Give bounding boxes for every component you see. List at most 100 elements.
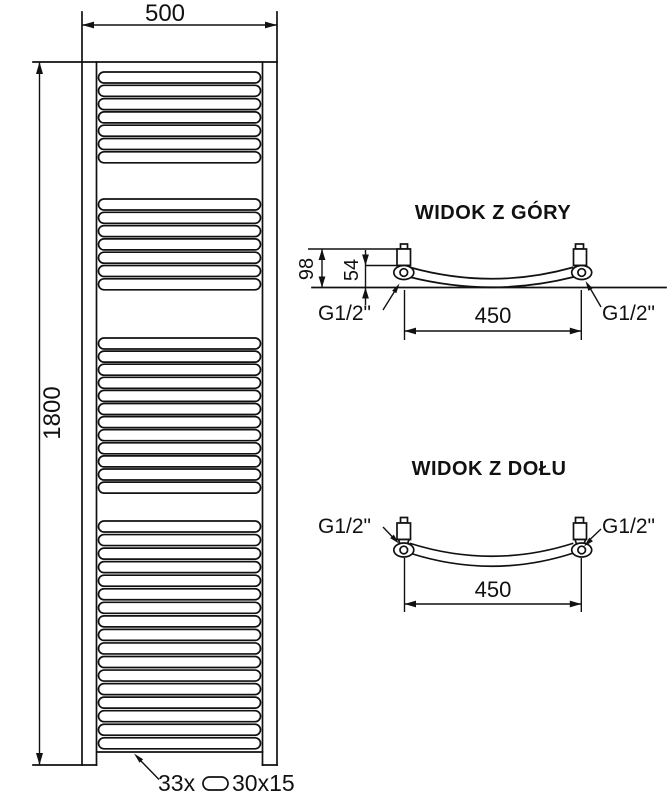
spacing-dimension-bottom: 450 bbox=[403, 558, 582, 612]
top-view: WIDOK Z GÓRY 98 54 bbox=[296, 200, 667, 340]
radiator-rung bbox=[97, 655, 262, 669]
radiator-rung bbox=[97, 428, 262, 442]
radiator-rung bbox=[97, 84, 262, 98]
leader-line bbox=[382, 291, 396, 311]
radiator-rung bbox=[97, 560, 262, 574]
fitting-body bbox=[572, 248, 588, 267]
radiator-rung bbox=[97, 137, 262, 151]
arrowhead-right-icon bbox=[569, 327, 582, 335]
rung-group-container bbox=[97, 71, 262, 750]
radiator-rung bbox=[97, 264, 262, 278]
radiator-rung bbox=[97, 150, 262, 164]
thread-label-left: G1/2" bbox=[318, 283, 400, 325]
rung-size-label: 30x15 bbox=[232, 770, 295, 796]
valve-right bbox=[570, 516, 593, 558]
leader-line bbox=[382, 526, 394, 538]
radiator-rung bbox=[97, 363, 262, 377]
radiator-rung bbox=[97, 520, 262, 533]
valve-left bbox=[392, 243, 415, 281]
curved-tube bbox=[408, 266, 575, 289]
radiator-rung bbox=[97, 71, 262, 84]
fitting-body bbox=[572, 522, 588, 541]
radiator-rung bbox=[97, 224, 262, 238]
thread-size-label: G1/2" bbox=[602, 302, 655, 325]
radiator-rung bbox=[97, 709, 262, 723]
thread-size-label: G1/2" bbox=[318, 302, 371, 325]
arrowhead-left-icon bbox=[404, 327, 416, 335]
valve-center bbox=[399, 545, 409, 555]
radiator-rung bbox=[97, 696, 262, 710]
tube-bottom-edge bbox=[408, 275, 575, 289]
arrowhead-down-icon bbox=[36, 753, 43, 765]
arrowhead-left-icon bbox=[82, 21, 94, 29]
arrowhead-up-icon bbox=[36, 62, 43, 74]
rung-count-label: 33x bbox=[158, 770, 196, 796]
radiator-rung bbox=[97, 337, 262, 350]
radiator-rung bbox=[97, 198, 262, 211]
fitting-body bbox=[396, 522, 412, 541]
radiator-rung bbox=[97, 682, 262, 696]
radiator-rung bbox=[97, 389, 262, 403]
radiator-rung bbox=[97, 402, 262, 416]
arrowhead-leader-icon bbox=[390, 534, 399, 544]
radiator-rung bbox=[97, 376, 262, 390]
radiator-rung bbox=[97, 441, 262, 455]
valve-left bbox=[392, 516, 415, 558]
height-dimension-label: 1800 bbox=[39, 386, 66, 439]
arrowhead-leader-icon bbox=[134, 753, 144, 763]
arrowhead-leader-icon bbox=[585, 281, 593, 291]
spacing-dimension-label: 450 bbox=[475, 303, 512, 328]
arrowhead-up-icon bbox=[318, 249, 326, 260]
leader-line bbox=[590, 528, 602, 540]
leader-line bbox=[589, 287, 602, 308]
bottom-view: WIDOK Z DOŁU G1/2" G1/ bbox=[318, 458, 655, 612]
radiator-rung bbox=[97, 238, 262, 251]
radiator-rung bbox=[97, 468, 262, 481]
radiator-rung bbox=[97, 111, 262, 124]
spacing-dimension-label: 450 bbox=[475, 577, 512, 602]
arrowhead-down-icon bbox=[362, 254, 369, 266]
radiator-rung bbox=[97, 614, 262, 628]
radiator-rung bbox=[97, 587, 262, 601]
fitting-body bbox=[396, 248, 412, 267]
arrowhead-right-icon bbox=[265, 21, 277, 29]
radiator-rung bbox=[97, 574, 262, 588]
curved-tube bbox=[408, 542, 575, 568]
oval-tube-icon bbox=[202, 776, 229, 791]
radiator-rung bbox=[97, 669, 262, 682]
radiator-rung bbox=[97, 533, 262, 547]
arrowhead-down-icon bbox=[318, 276, 326, 288]
radiator-rung bbox=[97, 481, 262, 494]
width-dimension: 500 bbox=[82, 0, 277, 29]
radiator-rung bbox=[97, 350, 262, 363]
offset-dimension: 54 bbox=[341, 250, 369, 305]
tube-bottom-edge bbox=[408, 551, 575, 568]
width-dimension-label: 500 bbox=[145, 0, 185, 27]
valve-right bbox=[570, 243, 593, 281]
arrowhead-left-icon bbox=[404, 600, 416, 608]
radiator-rung bbox=[97, 547, 262, 560]
thread-label-right: G1/2" bbox=[584, 515, 655, 547]
arrowhead-right-icon bbox=[569, 600, 582, 608]
thread-size-label: G1/2" bbox=[318, 515, 371, 538]
height-dimension: 1800 bbox=[36, 62, 66, 765]
valve-center bbox=[399, 267, 409, 278]
depth-dimension-label: 98 bbox=[296, 258, 318, 280]
valve-center bbox=[577, 545, 587, 555]
thread-label-right: G1/2" bbox=[585, 281, 655, 325]
front-view: 500 1800 33x 30x15 bbox=[32, 0, 295, 796]
radiator-rung bbox=[97, 455, 262, 468]
radiator-rung bbox=[97, 415, 262, 429]
radiator-rung bbox=[97, 723, 262, 737]
spacing-dimension-top: 450 bbox=[403, 290, 582, 340]
bottom-view-title: WIDOK Z DOŁU bbox=[412, 458, 567, 480]
radiator-rung bbox=[97, 124, 262, 138]
tube-top-edge bbox=[409, 542, 574, 558]
radiator-rung bbox=[97, 277, 262, 291]
rung-spec-leader-line bbox=[140, 760, 160, 780]
arrowhead-leader-icon bbox=[584, 537, 593, 547]
arrowhead-up-icon bbox=[362, 287, 369, 299]
depth-dimension: 98 bbox=[296, 249, 326, 288]
top-view-title: WIDOK Z GÓRY bbox=[415, 200, 572, 224]
